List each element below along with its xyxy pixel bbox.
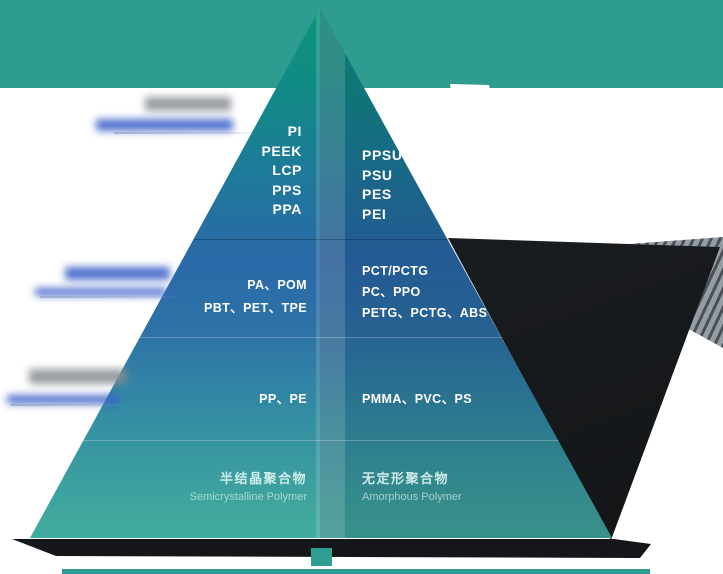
tier1-left-item: LCP	[272, 162, 302, 178]
tier2-right-item: PC、PPO	[362, 285, 421, 299]
tier1-right-item: PES	[362, 186, 392, 202]
tier1-left-item: PPS	[272, 181, 302, 198]
tier2-right-item: PCT/PCTG	[362, 264, 429, 278]
tier1-right-item: PSU	[362, 166, 393, 183]
header-band	[0, 0, 723, 88]
logo-mark	[311, 548, 332, 566]
tier3-right-item: PMMA、PVC、PS	[362, 392, 472, 406]
tier2-left-item: PBT、PET、TPE	[203, 301, 307, 315]
redacted-label-blur	[96, 119, 233, 131]
redacted-label-blur	[65, 267, 170, 280]
leader-line	[40, 296, 175, 298]
footer-left-label: 半结晶聚合物 Semicrystalline Polymer	[60, 469, 307, 507]
tier2-right-item: PETG、PCTG、ABS	[362, 306, 488, 320]
tier1-left-item: PPA	[272, 201, 302, 217]
redacted-label-blur	[7, 395, 119, 404]
leader-line	[11, 404, 121, 406]
redacted-label-blur	[29, 369, 127, 384]
footer-accent-line	[62, 569, 650, 574]
tier3-right-list: PMMA、PVC、PS	[362, 388, 472, 407]
tier2-left-item: PA、POM	[247, 278, 307, 292]
tier3-left-list: PP、PE	[150, 388, 307, 407]
center-divider-stripe	[316, 8, 345, 538]
tier-divider-line-1	[30, 239, 612, 240]
footer-right-label: 无定形聚合物 Amorphous Polymer	[362, 469, 462, 507]
tier1-right-item: PPSU	[362, 147, 403, 163]
footer-left-en: Semicrystalline Polymer	[189, 491, 307, 503]
tier2-right-list: PCT/PCTG PC、PPO PETG、PCTG、ABS	[362, 261, 487, 324]
leader-line	[114, 132, 254, 134]
tier1-right-list: PPSU PSU PES PEI	[362, 146, 403, 224]
tier1-left-list: PI PEEK LCP PPS PPA	[150, 122, 302, 220]
redacted-label-blur	[35, 288, 167, 296]
tier1-right-item: PEI	[362, 205, 387, 222]
footer-right-en: Amorphous Polymer	[362, 491, 462, 503]
tier2-left-list: PA、POM PBT、PET、TPE	[130, 274, 307, 320]
footer-right-zh: 无定形聚合物	[362, 471, 450, 486]
tier-divider-line-2	[30, 337, 612, 338]
tier1-left-item: PEEK	[261, 142, 302, 159]
tier1-left-item: PI	[287, 123, 302, 139]
footer-left-zh: 半结晶聚合物	[219, 471, 307, 486]
redacted-label-blur	[145, 97, 231, 111]
tier3-left-item: PP、PE	[259, 392, 307, 406]
tier-divider-line-3	[30, 440, 612, 441]
